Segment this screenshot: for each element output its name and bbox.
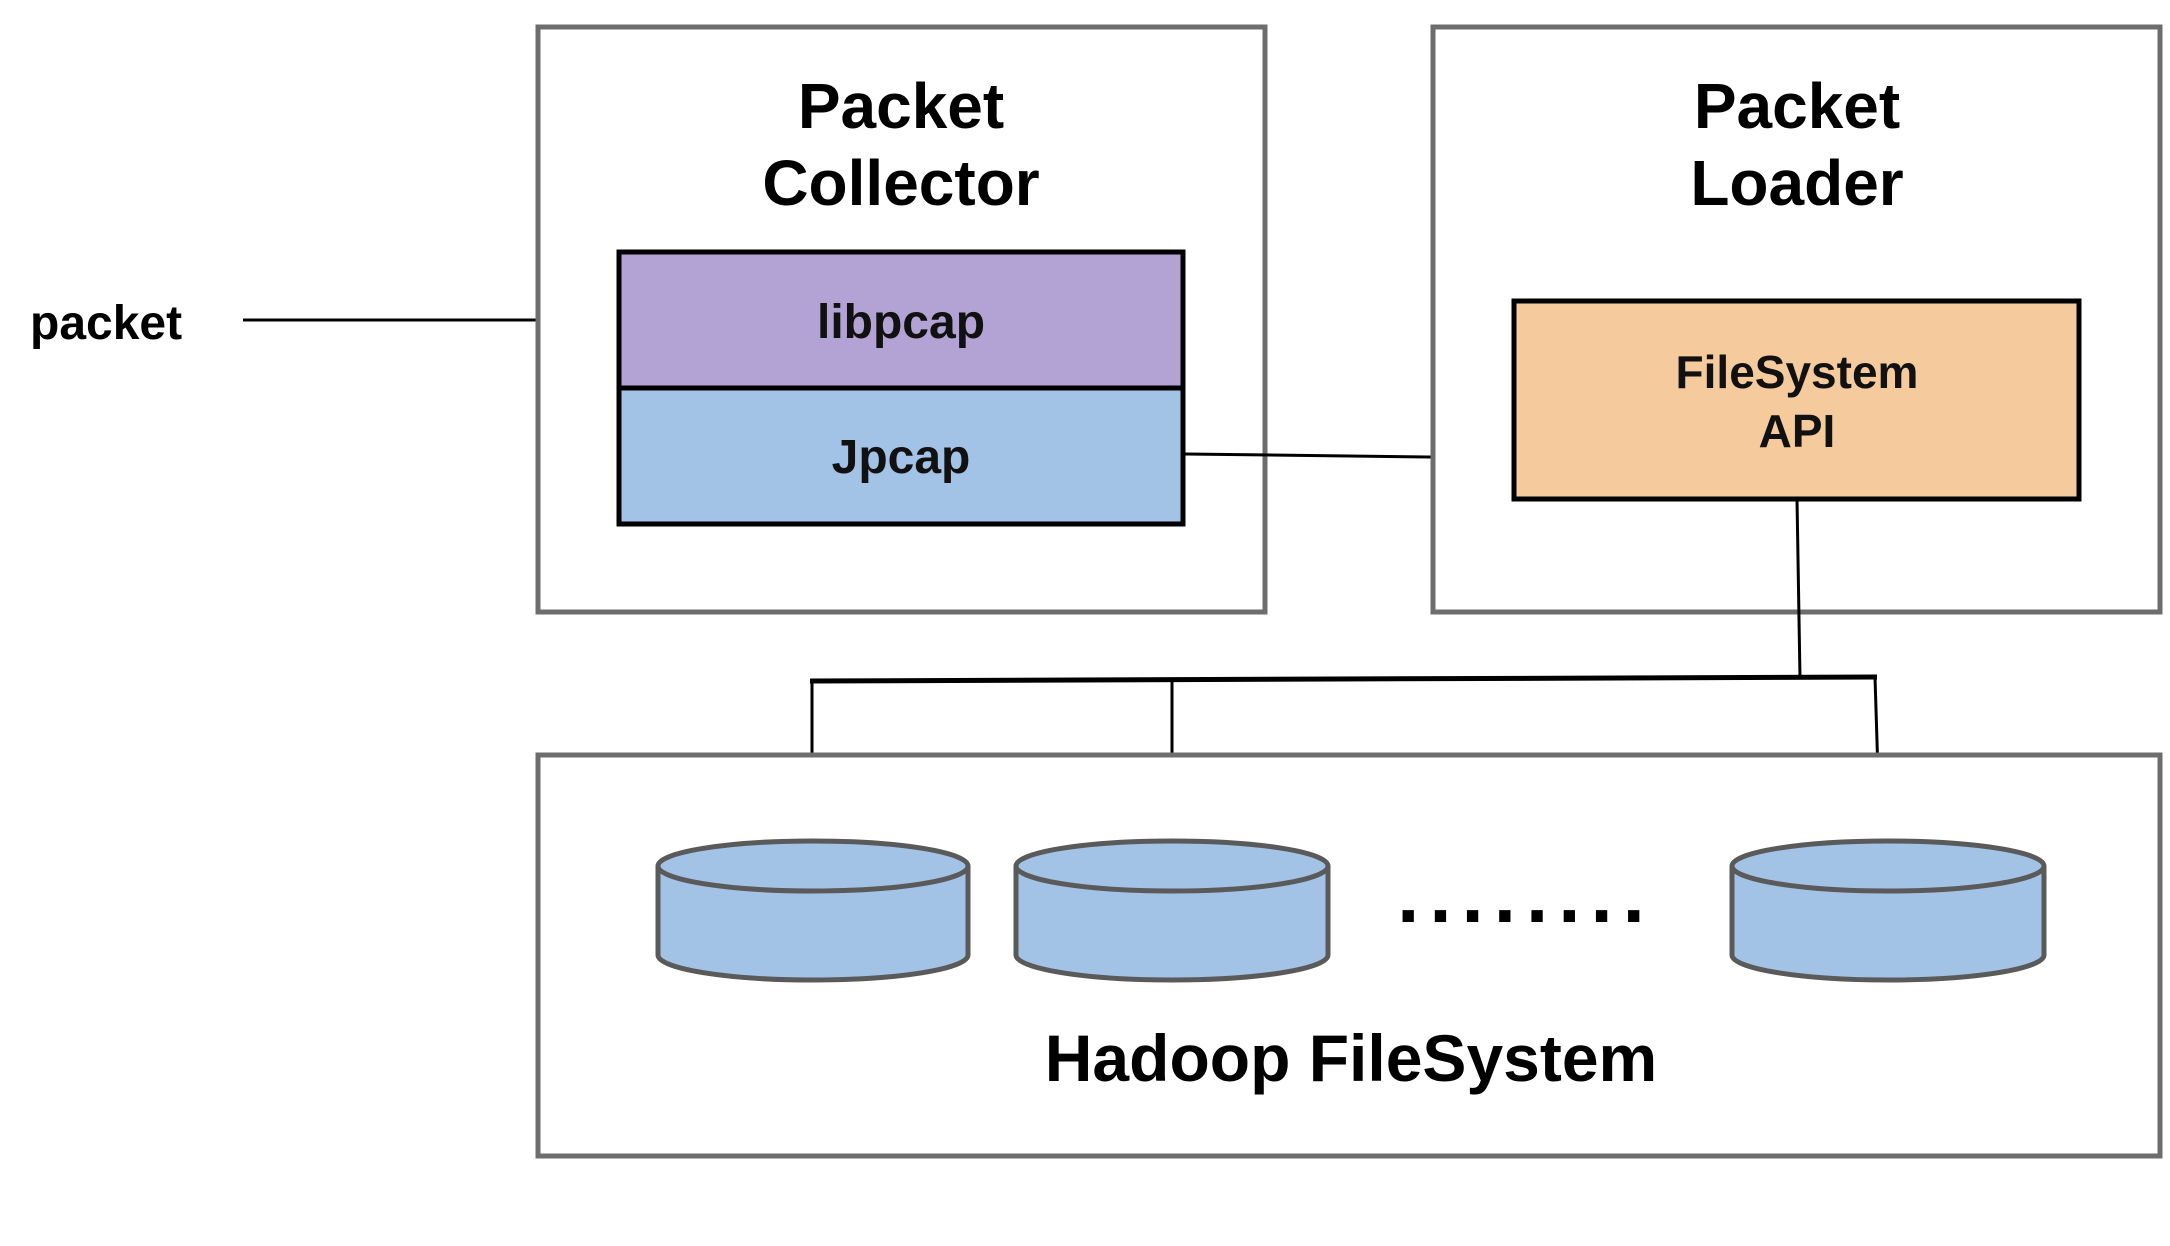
libpcap-label: libpcap	[817, 296, 985, 349]
disk-icon	[1013, 838, 1331, 983]
hadoop-filesystem-container: ........ Hadoop FileSystem	[535, 752, 2163, 1159]
disk-icon	[655, 838, 971, 983]
filesystem-api-box	[1511, 298, 2082, 502]
jpcap-layer	[616, 385, 1186, 527]
packet-collector-title-line2: Collector	[762, 147, 1039, 219]
packet-loader-title-line2: Loader	[1690, 147, 1903, 219]
disk-icon	[1729, 838, 2047, 983]
libpcap-layer	[616, 249, 1186, 391]
jpcap-label: Jpcap	[832, 431, 971, 484]
packet-loader-title-line1: Packet	[1694, 70, 1900, 142]
packet-input-label: packet	[30, 297, 182, 350]
filesystem-api-label-line1: FileSystem	[1676, 346, 1919, 398]
packet-collector-container: Packet Collector libpcap Jpcap	[535, 24, 1268, 615]
ellipsis-more-disks: ........	[1397, 850, 1655, 939]
packet-collector-title-line1: Packet	[798, 70, 1004, 142]
hadoop-filesystem-title: Hadoop FileSystem	[1045, 1021, 1657, 1095]
filesystem-api-label-line2: API	[1759, 405, 1836, 457]
